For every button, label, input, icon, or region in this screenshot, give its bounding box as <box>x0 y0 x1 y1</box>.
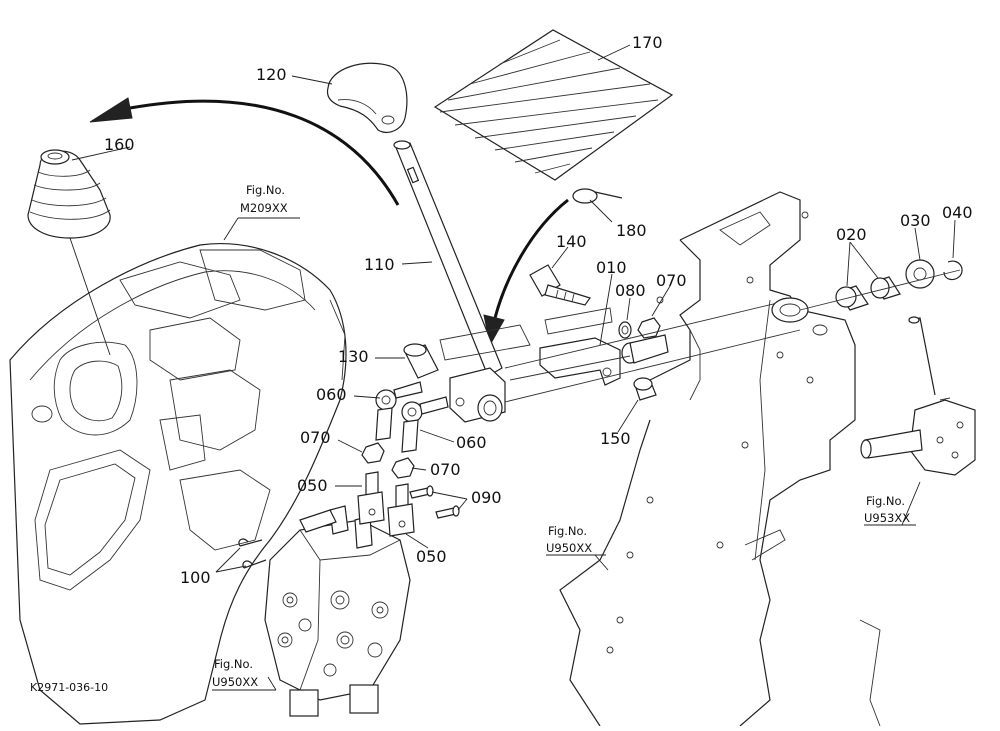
figure-ref-label: Fig.No. <box>246 183 285 197</box>
figure-ref-label: Fig.No. <box>548 524 587 538</box>
figure-ref-label: Fig.No. <box>866 494 905 508</box>
rod-end-060-a <box>375 381 423 441</box>
callout-110: 110 <box>364 255 395 274</box>
figure-ref-m209: Fig.No. M209XX <box>240 183 288 215</box>
clevis-050-a <box>357 471 385 525</box>
clip-180 <box>572 188 623 204</box>
rod-end-060-b <box>401 396 449 453</box>
main-frame-plate <box>559 191 881 727</box>
shaft-axis-line <box>799 269 961 311</box>
callout-140: 140 <box>556 232 587 251</box>
callout-070-left: 070 <box>300 428 331 447</box>
fender-console-outline <box>9 243 347 725</box>
figure-ref-u953: Fig.No. U953XX <box>864 494 910 525</box>
callout-060-left: 060 <box>316 385 347 404</box>
clevis-050-b <box>387 483 415 537</box>
bushing-020-a <box>835 285 869 311</box>
collar-150 <box>633 377 657 401</box>
callout-070-right: 070 <box>430 460 461 479</box>
callout-080: 080 <box>615 281 646 300</box>
rubber-boot-160 <box>27 149 111 356</box>
nut-070-top <box>637 317 661 339</box>
figure-ref-u950-left: Fig.No. U950XX <box>212 657 258 689</box>
figure-ref-u950-center: Fig.No. U950XX <box>546 524 592 555</box>
linkage-lines <box>439 299 801 403</box>
figure-ref-code: U953XX <box>864 511 910 525</box>
bracket-010 <box>539 334 669 386</box>
washer-030 <box>905 259 935 289</box>
callout-040: 040 <box>942 203 973 222</box>
bolt-140 <box>529 264 591 306</box>
clevis-pin-090-b <box>435 505 460 519</box>
nut-070-right <box>391 457 415 479</box>
drawing-code: K2971-036-10 <box>30 681 108 694</box>
callout-180: 180 <box>616 221 647 240</box>
callout-010: 010 <box>596 258 627 277</box>
pin-100-a <box>238 538 263 547</box>
callout-050-left: 050 <box>297 476 328 495</box>
figure-ref-code: M209XX <box>240 201 288 215</box>
figure-ref-label: Fig.No. <box>214 657 253 671</box>
callout-120: 120 <box>256 65 287 84</box>
pivot-block <box>449 367 506 423</box>
knob-120 <box>326 62 408 133</box>
callout-050-right: 050 <box>416 547 447 566</box>
leader-lines <box>71 44 956 691</box>
callout-030: 030 <box>900 211 931 230</box>
callout-060-right: 060 <box>456 433 487 452</box>
callout-020: 020 <box>836 225 867 244</box>
callout-170: 170 <box>632 33 663 52</box>
callout-numbers: 170 120 160 180 110 140 010 080 070 020 … <box>104 33 973 587</box>
clevis-pin-090-a <box>409 485 434 499</box>
caution-decal-170 <box>433 29 674 181</box>
collar-130 <box>403 343 439 379</box>
callout-090: 090 <box>471 488 502 507</box>
callout-160: 160 <box>104 135 135 154</box>
callout-150: 150 <box>600 429 631 448</box>
callout-100: 100 <box>180 568 211 587</box>
washer-080 <box>618 321 632 339</box>
assembly-arrow-left <box>89 97 400 206</box>
figure-ref-code: U950XX <box>546 541 592 555</box>
nut-070-left <box>361 442 385 464</box>
figure-ref-code: U950XX <box>212 675 258 689</box>
callout-070-top: 070 <box>656 271 687 290</box>
bushing-020-b <box>870 276 901 300</box>
circlip-040 <box>943 260 963 281</box>
assembly-arrow-center <box>483 198 569 347</box>
right-linkage-assembly <box>860 316 976 476</box>
control-valve <box>264 505 411 717</box>
callout-130: 130 <box>338 347 369 366</box>
lever-110 <box>393 140 503 377</box>
